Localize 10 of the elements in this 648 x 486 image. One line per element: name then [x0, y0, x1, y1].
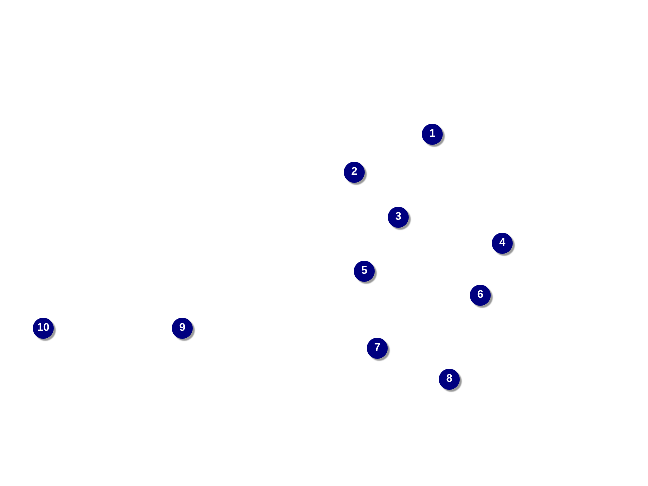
- numbered-marker: 9: [172, 318, 193, 339]
- numbered-marker: 10: [33, 318, 54, 339]
- numbered-marker: 1: [422, 124, 443, 145]
- numbered-marker: 3: [388, 207, 409, 228]
- numbered-marker: 5: [354, 261, 375, 282]
- numbered-marker: 8: [439, 369, 460, 390]
- numbered-marker: 2: [344, 162, 365, 183]
- numbered-marker: 6: [470, 285, 491, 306]
- numbered-marker: 7: [367, 338, 388, 359]
- numbered-marker: 4: [492, 233, 513, 254]
